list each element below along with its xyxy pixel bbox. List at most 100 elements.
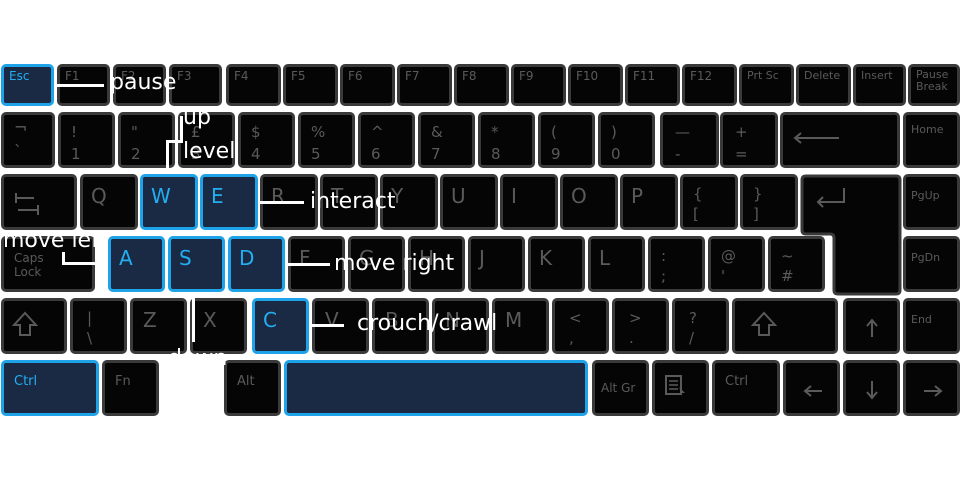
key-7: &7 xyxy=(418,112,475,168)
key-z: Z xyxy=(130,298,187,354)
key-p-label: P xyxy=(631,184,644,208)
backspace-arrow-icon xyxy=(793,132,839,144)
key-8-bottom: 8 xyxy=(491,145,501,163)
key-backslash: |\ xyxy=(70,298,127,354)
key-tab xyxy=(1,174,77,230)
tab-arrows-icon xyxy=(15,193,39,215)
key-5-bottom: 5 xyxy=(311,145,321,163)
key-e-label: E xyxy=(211,184,224,208)
key-f-label: F xyxy=(299,246,311,270)
key-semicolon-bottom: ; xyxy=(661,267,667,285)
key-pgup: PgUp xyxy=(903,174,960,230)
key-slash-top: ? xyxy=(689,309,697,327)
leader-up-level-h xyxy=(166,140,182,143)
key-f8: F8 xyxy=(454,64,509,106)
key-pgup-label: PgUp xyxy=(911,189,940,202)
key-period: >. xyxy=(612,298,669,354)
key-d: D xyxy=(228,236,285,292)
key-lbracket: {[ xyxy=(680,174,738,230)
key-home: Home xyxy=(903,112,960,168)
leader-interact xyxy=(258,201,304,204)
key-minus: —- xyxy=(660,112,719,168)
key-lalt: Alt xyxy=(224,360,281,416)
key-end: End xyxy=(903,298,960,354)
key-pgdn: PgDn xyxy=(903,236,960,292)
callout-pause: pause xyxy=(110,70,177,95)
key-f3: F3 xyxy=(169,64,222,106)
key-f4-label: F4 xyxy=(234,69,249,83)
key-k-label: K xyxy=(539,246,553,270)
key-fn-label: Fn xyxy=(115,374,131,389)
menu-icon xyxy=(665,375,685,397)
key-8-top: * xyxy=(491,123,499,141)
key-1-bottom: 1 xyxy=(71,145,81,163)
key-f5: F5 xyxy=(283,64,338,106)
shift-arrow-icon xyxy=(751,311,777,336)
key-backtick-bottom: ` xyxy=(14,142,22,161)
key-e: E xyxy=(200,174,258,230)
key-rshift xyxy=(732,298,838,354)
key-g-label: G xyxy=(359,246,375,270)
callout-up-level: up level xyxy=(183,105,236,164)
key-fn: Fn xyxy=(102,360,159,416)
key-semicolon: :; xyxy=(648,236,705,292)
key-6: ^6 xyxy=(358,112,415,168)
callout-move-left: move left xyxy=(3,228,108,253)
key-space xyxy=(284,360,588,416)
key-home-label: Home xyxy=(911,123,944,136)
key-backtick-top: ¬ xyxy=(14,118,28,137)
key-a-label: A xyxy=(119,246,133,270)
key-o-label: O xyxy=(571,184,587,208)
key-c-label: C xyxy=(263,308,277,332)
key-7-top: & xyxy=(431,123,443,141)
key-5-top: % xyxy=(311,123,326,141)
key-1: !1 xyxy=(58,112,115,168)
key-j: J xyxy=(468,236,525,292)
key-backslash-bottom: \ xyxy=(87,329,93,347)
callout-down-level: down level xyxy=(168,346,228,403)
callout-interact: interact xyxy=(310,189,396,214)
key-f9-label: F9 xyxy=(519,69,534,83)
key-backspace xyxy=(780,112,900,168)
key-backslash-top: | xyxy=(87,309,93,327)
key-quote-bottom: ' xyxy=(721,267,726,285)
leader-crouch-h xyxy=(310,324,344,327)
key-y: Y xyxy=(380,174,438,230)
leader-down-level xyxy=(192,292,195,342)
key-slash: ?/ xyxy=(672,298,729,354)
key-0-top: ) xyxy=(611,123,617,141)
key-m-label: M xyxy=(505,308,523,332)
key-b-label: B xyxy=(385,308,399,332)
key-f2-label: F2 xyxy=(121,69,136,83)
key-rctrl-label: Ctrl xyxy=(725,374,749,389)
key-slash-bottom: / xyxy=(689,329,695,347)
leader-move-left-v xyxy=(62,252,65,265)
key-w-label: W xyxy=(151,184,171,208)
key-f8-label: F8 xyxy=(462,69,477,83)
key-f10: F10 xyxy=(568,64,623,106)
key-lctrl: Ctrl xyxy=(1,360,99,416)
key-i-label: I xyxy=(511,184,517,208)
key-f12: F12 xyxy=(682,64,737,106)
key-pause-label: Pause Break xyxy=(916,68,949,93)
key-l-label: L xyxy=(599,246,611,270)
key-h: H xyxy=(408,236,465,292)
key-4: $4 xyxy=(238,112,295,168)
key-0-bottom: 0 xyxy=(611,145,621,163)
key-hash-top: ~ xyxy=(781,247,794,265)
key-2: "2 xyxy=(118,112,175,168)
arrow-up-icon xyxy=(866,318,878,337)
leader-up-level-v2 xyxy=(180,116,183,143)
key-q-label: Q xyxy=(91,184,107,208)
key-period-top: > xyxy=(629,309,642,327)
key-pgdn-label: PgDn xyxy=(911,251,941,264)
key-o: O xyxy=(560,174,618,230)
key-y-label: Y xyxy=(391,184,404,208)
key-quote: @' xyxy=(708,236,765,292)
key-equals-bottom: = xyxy=(735,145,748,163)
key-delete-label: Delete xyxy=(804,69,841,82)
key-l: L xyxy=(588,236,645,292)
key-period-bottom: . xyxy=(629,329,634,347)
key-v-label: V xyxy=(325,308,339,332)
